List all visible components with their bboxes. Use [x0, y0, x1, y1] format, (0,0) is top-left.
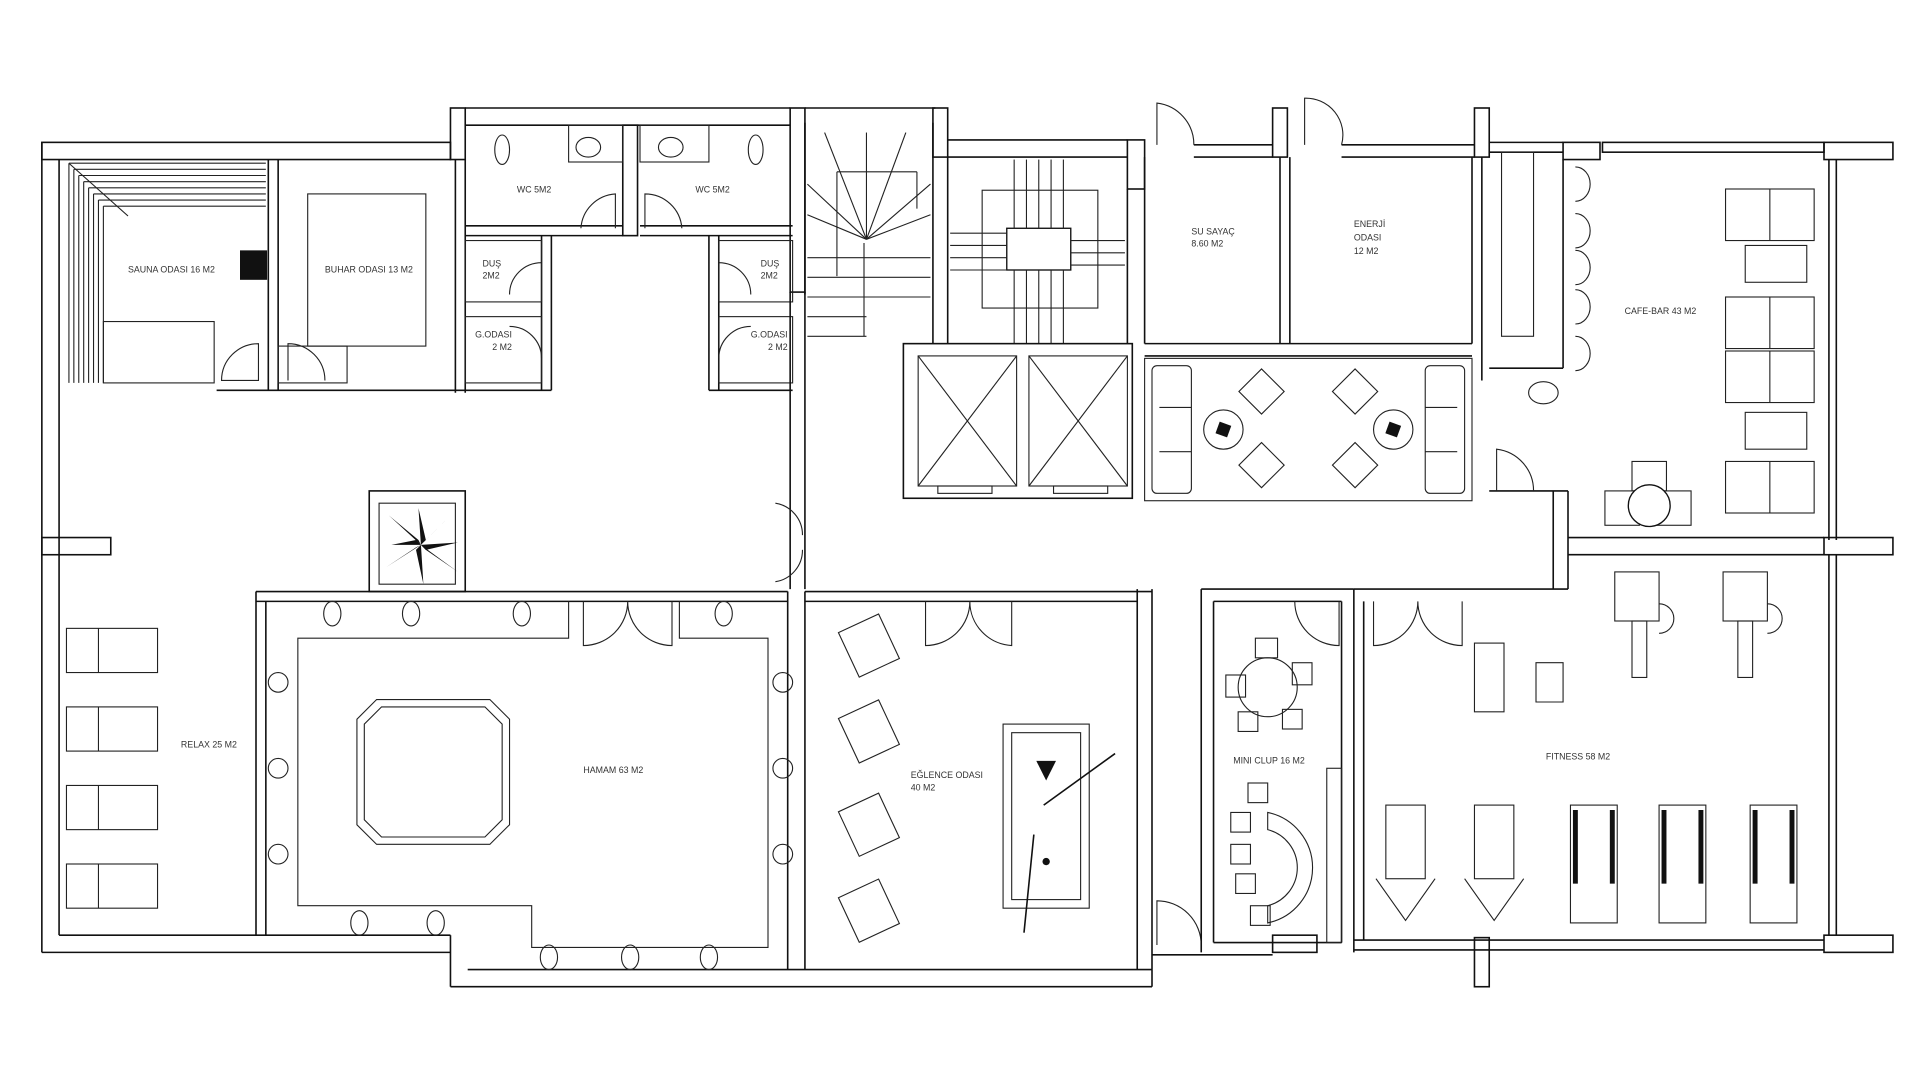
cafe-table-set: [1604, 460, 1692, 528]
double-door-icon: [1372, 601, 1463, 647]
relax-label: RELAX 25 M2: [181, 739, 237, 749]
chair-icon: [1331, 368, 1379, 415]
wc-right-label: WC 5M2: [695, 185, 729, 195]
door-icon: [1304, 97, 1344, 145]
shower-door: [718, 262, 752, 295]
treadmills: [1569, 804, 1798, 924]
hamam-basins: [267, 600, 794, 971]
sofa-icon: [1151, 365, 1192, 494]
wc-block: WC 5M2 WC 5M2 DUŞ 2M2 G.ODASI 2 M2 DUŞ 2…: [454, 124, 794, 393]
elevators: [902, 342, 1134, 500]
sink-icon: [575, 136, 602, 158]
chair-icon: [1238, 368, 1285, 415]
sauna-stove-icon: [240, 250, 268, 280]
hamam: HAMAM 63 M2: [255, 590, 806, 971]
relax-room: RELAX 25 M2: [65, 627, 237, 909]
mini-clup-label: MINI CLUP 16 M2: [1233, 755, 1305, 765]
bar-stools: [1575, 166, 1591, 372]
toilet-icon: [747, 134, 764, 166]
palm-plant-icon: [386, 508, 458, 585]
dus-right-label: DUŞ: [761, 258, 780, 268]
sun-loungers: [65, 627, 159, 909]
cafe-bar: CAFE-BAR 43 M2: [1489, 159, 1824, 590]
sink-icon: [657, 136, 684, 158]
godasi-right-label: G.ODASI: [751, 330, 788, 340]
steam-room-label: BUHAR ODASI 13 M2: [325, 264, 413, 274]
fitness-label: FITNESS 58 M2: [1546, 752, 1610, 762]
hamam-label: HAMAM 63 M2: [583, 765, 643, 775]
cafe-sofas: [1724, 188, 1815, 514]
fitness: FITNESS 58 M2: [1353, 571, 1798, 941]
wc-left-label: WC 5M2: [517, 185, 551, 195]
double-door-icon: [582, 601, 673, 647]
mini-clup: MINI CLUP 16 M2: [1200, 588, 1355, 953]
fitness-machines: [1375, 571, 1783, 922]
armchairs: [837, 613, 901, 943]
pool-table: [1002, 723, 1116, 933]
godasi-left-area: 2 M2: [492, 342, 512, 352]
door-icon: [1156, 102, 1195, 145]
shower-door: [508, 262, 542, 295]
dus-left-area: 2M2: [482, 271, 499, 281]
enerji-label: ENERJİ: [1354, 219, 1385, 229]
double-door-icon: [924, 601, 1013, 647]
table-icon: [1372, 409, 1414, 450]
sauna-bench: [68, 162, 266, 384]
bar-stool-icon: [1528, 381, 1559, 405]
toilet-icon: [494, 134, 511, 166]
sauna-door: [220, 343, 260, 382]
chair-icon: [1331, 441, 1379, 489]
spiral-staircase: [804, 122, 934, 344]
cafe-bar-label: CAFE-BAR 43 M2: [1625, 306, 1697, 316]
closet-door: [509, 325, 543, 359]
eglence-room: EĞLENCE ODASI 40 M2: [804, 590, 1202, 946]
sauna-room: SAUNA ODASI 16 M2: [68, 159, 279, 391]
club-chairs: [1225, 637, 1313, 926]
main-staircase: [946, 157, 1129, 344]
dus-right-area: 2M2: [761, 271, 778, 281]
eglence-label: EĞLENCE ODASI: [911, 770, 983, 780]
su-sayac-area: 8.60 M2: [1191, 239, 1223, 249]
wc-door: [644, 193, 683, 229]
exterior-walls: [41, 107, 1894, 988]
planter: [368, 490, 467, 593]
door-icon: [1294, 601, 1340, 647]
steam-room: BUHAR ODASI 13 M2: [216, 193, 552, 392]
utility-rooms: SU SAYAÇ 8.60 M2 ENERJİ ODASI 12 M2: [1143, 97, 1535, 381]
su-sayac-label: SU SAYAÇ: [1191, 226, 1235, 236]
sauna-label: SAUNA ODASI 16 M2: [128, 264, 215, 274]
enerji-area: 12 M2: [1354, 246, 1379, 256]
godasi-left-label: G.ODASI: [475, 330, 512, 340]
eglence-area: 40 M2: [911, 782, 936, 792]
sofa-icon: [1424, 365, 1466, 494]
door-icon: [1496, 448, 1535, 491]
lounge-area: [1144, 357, 1473, 502]
double-door-icon: [775, 502, 804, 583]
sofa-arc-icon: [1267, 811, 1314, 924]
door-icon: [1156, 900, 1202, 946]
wc-door: [580, 193, 616, 229]
chair-icon: [1238, 441, 1285, 489]
dus-left-label: DUŞ: [482, 258, 501, 268]
steam-door: [287, 343, 326, 381]
round-table-icon: [1237, 657, 1298, 718]
billiard-balls-icon: [1036, 760, 1056, 781]
godasi-right-area: 2 M2: [768, 342, 788, 352]
enerji-label-2: ODASI: [1354, 233, 1382, 243]
closet-door: [718, 325, 751, 359]
table-icon: [1203, 409, 1244, 450]
